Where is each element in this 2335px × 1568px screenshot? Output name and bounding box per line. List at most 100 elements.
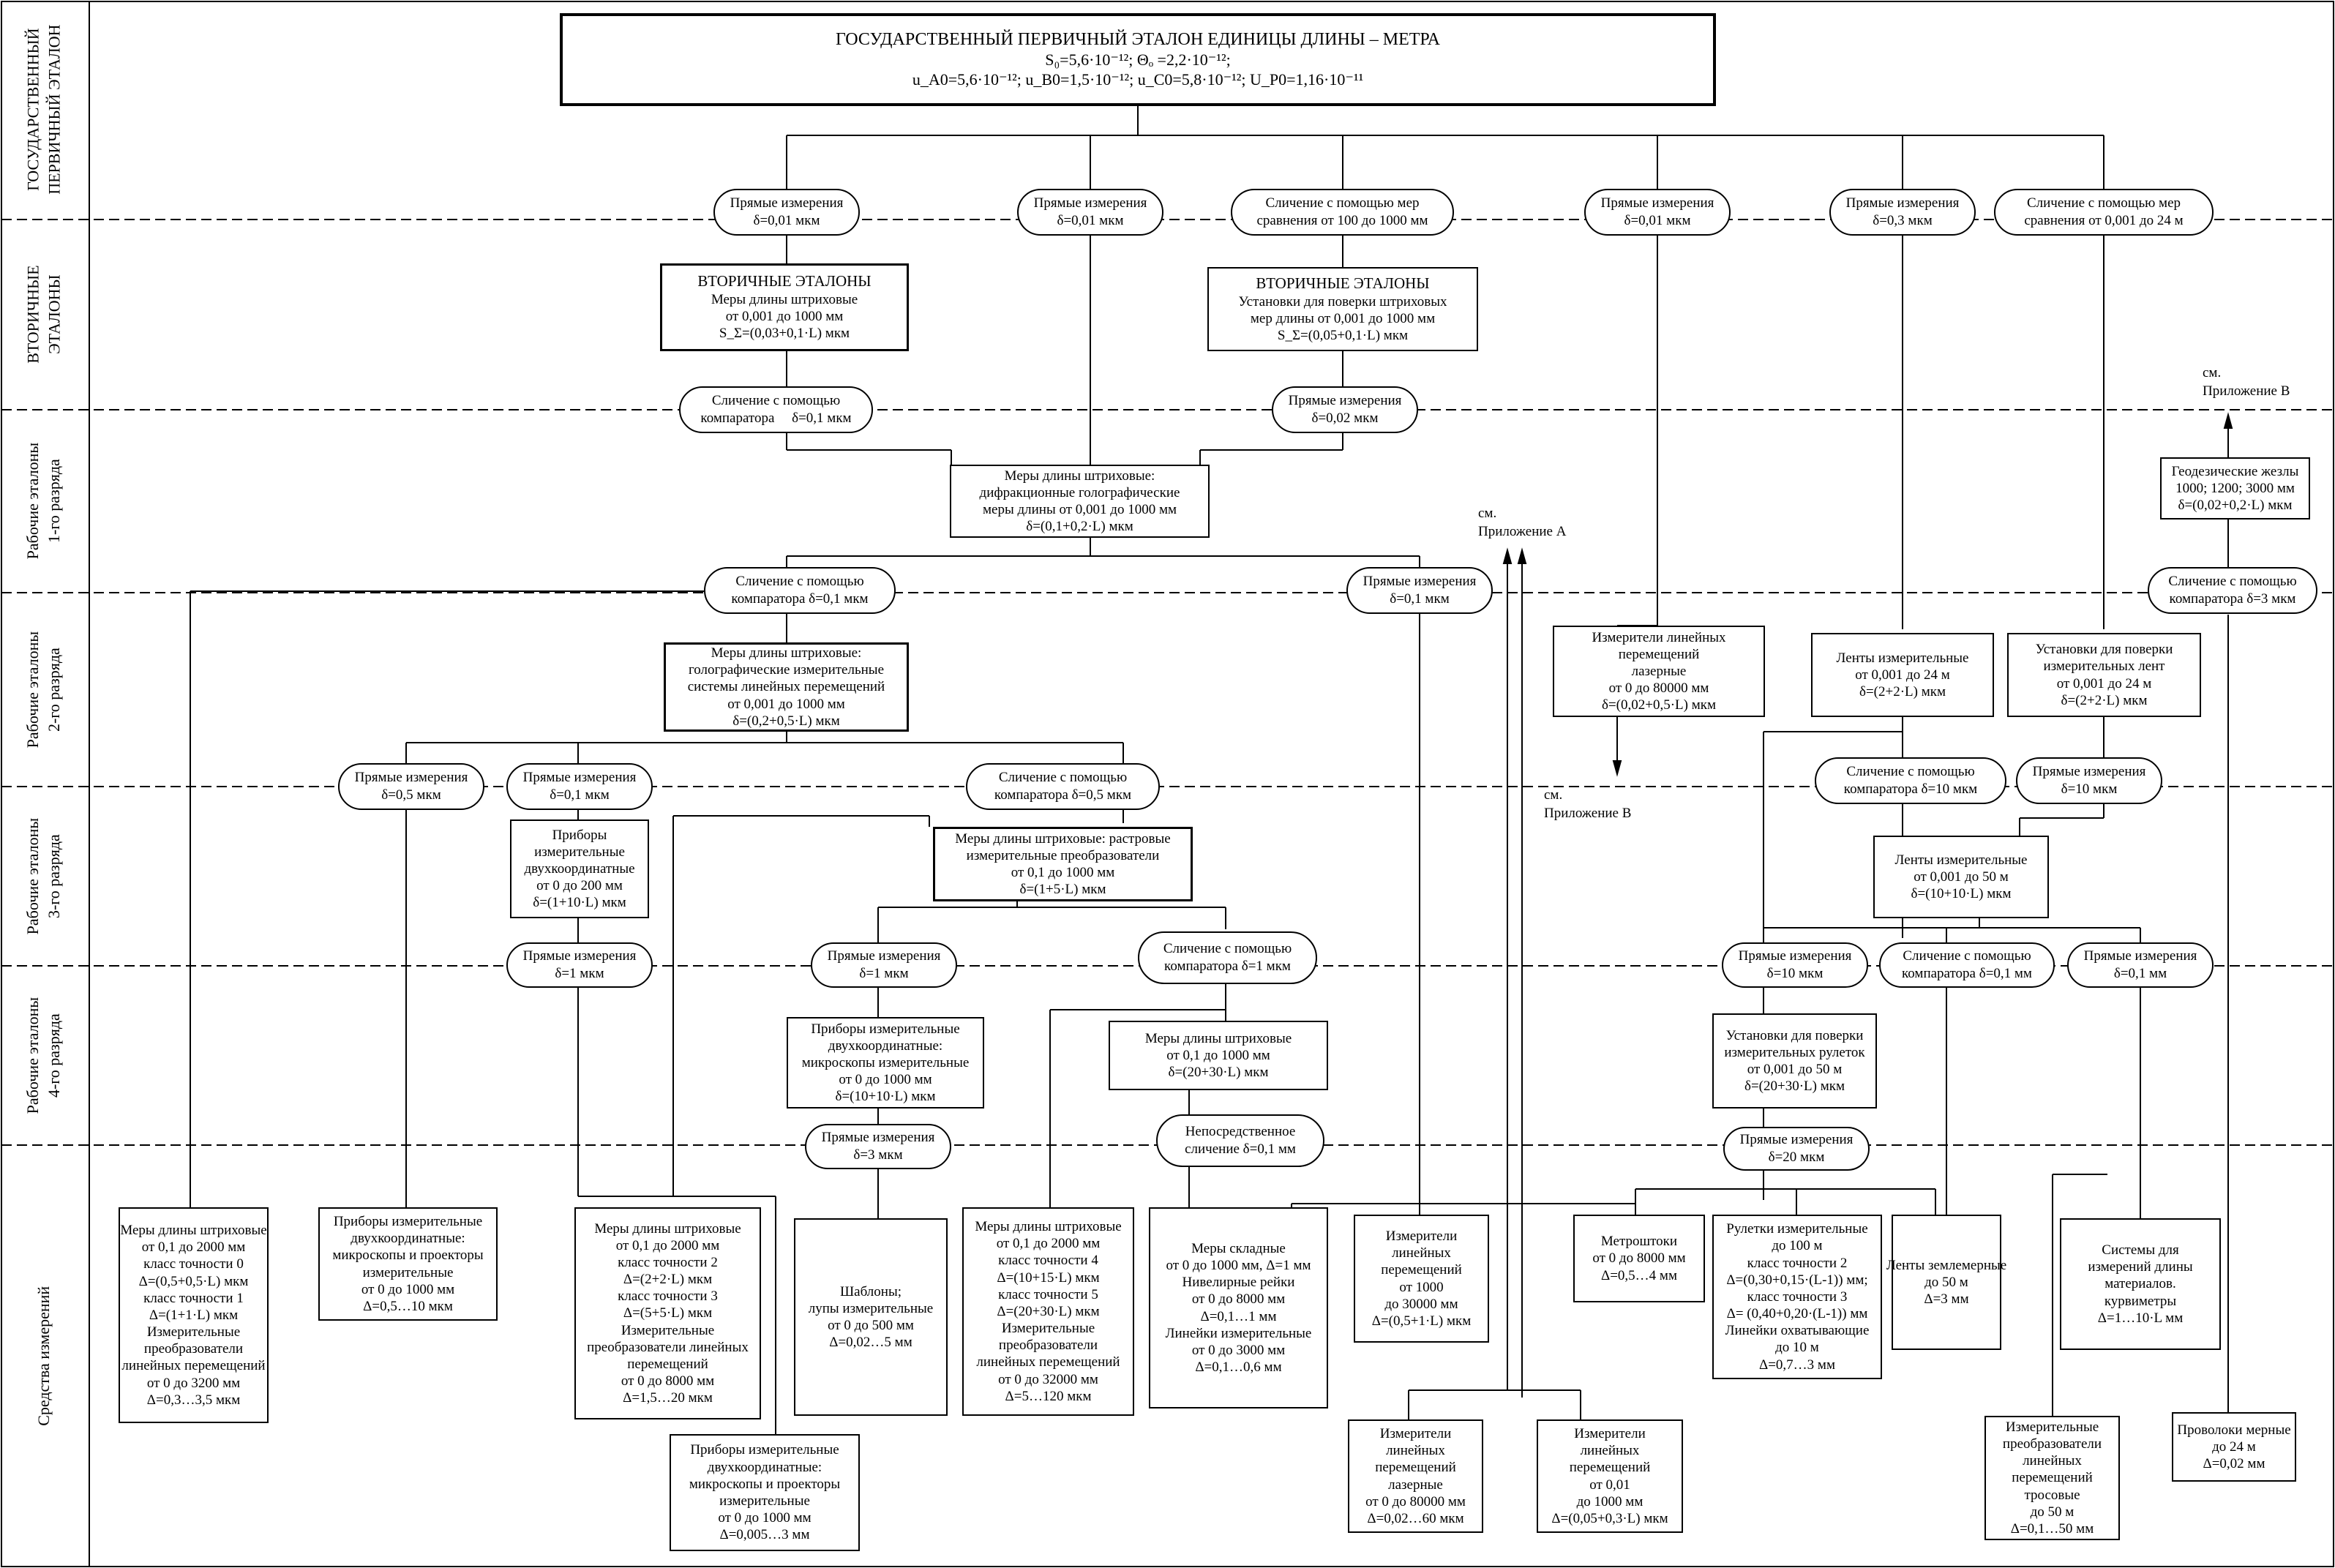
box-line: класс точности 2 — [618, 1254, 718, 1270]
box-line: Меры длины штриховые — [711, 292, 858, 308]
box-line: Ленты землемерные — [1886, 1257, 2007, 1273]
box-line: линейных — [1392, 1245, 1451, 1261]
method-label: Сличение с помощью — [1846, 764, 1975, 780]
box-line: Меры длины штриховые — [120, 1223, 267, 1239]
box-line: δ=(20+30·L) мкм — [1168, 1065, 1269, 1081]
box-line: Δ=3 мм — [1924, 1291, 1969, 1308]
box-line: Приборы измерительные — [811, 1021, 960, 1037]
box-line: от 0,001 до 24 м — [2056, 675, 2152, 691]
box-line: 1000; 1200; 3000 мм — [2175, 480, 2295, 496]
box-line: Измерительные — [1001, 1321, 1095, 1337]
box-line: Приборы — [552, 827, 607, 843]
box-line: Геодезические жезлы — [2171, 463, 2299, 479]
box-line: лазерные — [1631, 663, 1687, 679]
box-line: Линейки измерительные — [1165, 1325, 1312, 1341]
level-label-line: Средства измерений — [34, 1286, 53, 1426]
level-label-line: ПЕРВИЧНЫЙ ЭТАЛОН — [45, 24, 63, 195]
level-label-line: 3-го разряда — [45, 834, 64, 918]
method-value: δ=0,01 мкм — [1057, 213, 1124, 228]
box-line: Установки для поверки — [1725, 1027, 1864, 1043]
box-line: Δ=(0,30+0,15·(L-1)) мм; — [1726, 1272, 1868, 1288]
box-line: Шаблоны; — [840, 1283, 902, 1299]
level-label-line: ЭТАЛОНЫ — [45, 274, 64, 355]
box-line: микроскопы измерительные — [801, 1054, 970, 1070]
level-label-line: Рабочие эталоны — [23, 997, 42, 1114]
method-value: компаратора δ=1 мкм — [1164, 959, 1291, 974]
box-line: δ=(0,02+0,5·L) мкм — [1602, 697, 1716, 713]
level-label-line: 4-го разряда — [45, 1013, 64, 1098]
method-value: компаратора δ=0,1 мм — [1902, 966, 2032, 981]
box-line: линейных перемещений — [976, 1354, 1120, 1370]
level-label-instruments: Средства измерений — [0, 1145, 88, 1567]
method-label: Прямые измерения — [522, 948, 637, 964]
box-line: δ=(2+2·L) мкм — [1859, 684, 1946, 700]
box-line: меры длины от 0,001 до 1000 мм — [983, 502, 1177, 517]
box-line: до 24 м — [2212, 1438, 2256, 1455]
rank2-holographic-systems: Меры длины штриховые:голографические изм… — [664, 642, 909, 732]
box-line: Δ=0,3…3,5 мкм — [146, 1392, 241, 1408]
box-line: Измерители — [1379, 1425, 1452, 1441]
method-label: Прямые измерения — [1363, 574, 1477, 590]
box-line: Проволоки мерные — [2177, 1422, 2291, 1438]
box-line: микроскопы и проекторы — [689, 1476, 841, 1492]
box-line: класс точности 0 — [143, 1256, 244, 1272]
box-line: Δ=0,02…60 мкм — [1367, 1510, 1464, 1526]
box-line: Метроштоки — [1600, 1234, 1678, 1250]
method-value: δ=0,01 мкм — [753, 213, 820, 228]
box-line: Приборы измерительные — [333, 1213, 483, 1229]
box-line: класс точности 3 — [1747, 1288, 1848, 1305]
method-label: Сличение с помощью — [2168, 574, 2297, 590]
box-line: линейных — [2023, 1453, 2082, 1469]
box-line: Ленты измерительные — [1894, 852, 2028, 868]
box-line: ВТОРИЧНЫЕ ЭТАЛОНЫ — [697, 272, 872, 290]
box-line: δ=(0,1+0,2·L) мкм — [1026, 519, 1133, 535]
box-line: микроскопы и проекторы — [332, 1248, 484, 1264]
box-line: Измерители линейных — [1592, 629, 1726, 645]
box-line: от 0,1 до 2000 мм — [615, 1237, 720, 1253]
box-line: от 0,1 до 1000 мм — [1166, 1047, 1270, 1063]
box-line: от 0 до 1000 мм — [718, 1510, 812, 1526]
box-line: до 50 м — [1924, 1274, 1968, 1290]
box-line: от 0,1 до 1000 мм — [1011, 865, 1115, 880]
box-line: от 0 до 3200 мм — [146, 1375, 241, 1391]
box-line: S_Σ=(0,03+0,1·L) мкм — [719, 326, 850, 342]
box-line: Δ=(0,05+0,3·L) мкм — [1551, 1510, 1668, 1526]
level-label-line: Рабочие эталоны — [23, 817, 42, 935]
method-label: Прямые измерения — [1738, 948, 1852, 964]
method-label: Прямые измерения — [1739, 1132, 1854, 1148]
see-appendix-a: см.Приложение А — [1478, 505, 1566, 541]
box-line: Δ=0,5…4 мм — [1601, 1267, 1677, 1283]
note-line: Приложение В — [2203, 383, 2290, 399]
box-line: класс точности 4 — [998, 1253, 1098, 1269]
method-label: Прямые измерения — [2032, 764, 2146, 780]
method-label: Прямые измерения — [1288, 393, 1402, 409]
method-value: δ=1 мкм — [859, 966, 909, 981]
box-line: Приборы измерительные — [690, 1442, 839, 1458]
box-line: измерительные — [719, 1493, 810, 1509]
method-label: Сличение с помощью — [711, 393, 841, 409]
box-line: Δ=0,1…1 мм — [1200, 1308, 1277, 1324]
box-line: класс точности 3 — [618, 1288, 718, 1305]
box-line: Меры длины штриховые: — [711, 645, 862, 661]
box-line: δ=(2+2·L) мкм — [2061, 692, 2148, 708]
method-label: Сличение с помощью — [998, 770, 1128, 786]
method-label: Сличение с помощью мер — [2026, 195, 2181, 211]
box-line: Δ=(5+5·L) мкм — [623, 1305, 713, 1321]
